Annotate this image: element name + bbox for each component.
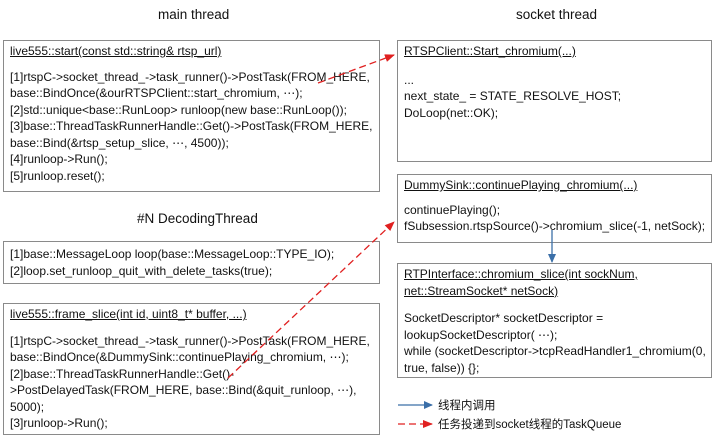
- main-thread-heading: main thread: [158, 7, 230, 22]
- code-line: base::BindOnce(&ourRTSPClient::start_chr…: [10, 86, 303, 100]
- rtsp-client-start-box: RTSPClient::Start_chromium(...) ... next…: [397, 40, 712, 162]
- code-line: ...: [404, 72, 415, 87]
- dummy-sink-box: DummySink::continuePlaying_chromium(...)…: [397, 174, 712, 243]
- code-line: [2]loop.set_runloop_quit_with_delete_tas…: [10, 263, 273, 278]
- post-task-arrow-start: [317, 54, 395, 84]
- frame-slice-title: live555::frame_slice(int id, uint8_t* bu…: [10, 307, 247, 321]
- code-line: while (socketDescriptor->tcpReadHandler1…: [404, 344, 706, 358]
- code-line: [5]runloop.reset();: [10, 168, 105, 183]
- code-line: base::BindOnce(&DummySink::continuePlayi…: [10, 350, 349, 364]
- code-line: [2]std::unique<base::RunLoop> runloop(ne…: [10, 102, 347, 117]
- decoding-thread-heading: #N DecodingThread: [137, 211, 258, 226]
- code-line: [1]rtspC->socket_thread_->task_runner()-…: [10, 333, 370, 348]
- legend-post-to-socket-queue: 任务投递到socket线程的TaskQueue: [438, 419, 622, 431]
- code-line: fSubsession.rtspSource()->chromium_slice…: [404, 219, 706, 233]
- socket-thread-heading: socket thread: [516, 7, 598, 22]
- code-line: lookupSocketDescriptor( ⋯);: [404, 327, 558, 342]
- code-line: base::Bind(&rtsp_setup_slice, ⋯, 4500));: [10, 135, 229, 150]
- code-line: [1]rtspC->socket_thread_->task_runner()-…: [10, 69, 370, 84]
- dummy-sink-title: DummySink::continuePlaying_chromium(...): [404, 178, 638, 192]
- rtp-interface-title: RTPInterface::chromium_slice(int sockNum…: [404, 267, 638, 281]
- code-line: [1]base::MessageLoop loop(base::MessageL…: [10, 247, 335, 261]
- live555-start-title: live555::start(const std::string& rtsp_u…: [10, 44, 222, 58]
- code-line: [2]base::ThreadTaskRunnerHandle::Get()-: [10, 366, 235, 381]
- code-line: 5000);: [10, 399, 45, 414]
- code-line: [3]runloop->Run();: [10, 416, 108, 430]
- code-line: true, false)) {};: [404, 360, 480, 375]
- legend-in-thread-call: 线程内调用: [438, 400, 496, 412]
- frame-slice-box: live555::frame_slice(int id, uint8_t* bu…: [3, 303, 380, 435]
- code-line: >PostDelayedTask(FROM_HERE, base::Bind(&…: [10, 383, 357, 397]
- code-line: SocketDescriptor* socketDescriptor =: [404, 311, 604, 325]
- decoding-loop-box: [1]base::MessageLoop loop(base::MessageL…: [3, 241, 380, 284]
- code-line: continuePlaying();: [404, 202, 501, 217]
- rtsp-client-start-title: RTSPClient::Start_chromium(...): [404, 44, 576, 58]
- rtp-interface-box: RTPInterface::chromium_slice(int sockNum…: [397, 263, 712, 378]
- code-line: next_state_ = STATE_RESOLVE_HOST;: [404, 89, 622, 103]
- code-line: [3]base::ThreadTaskRunnerHandle::Get()->…: [10, 119, 373, 133]
- post-task-arrow-continue: [227, 221, 395, 379]
- code-line: DoLoop(net::OK);: [404, 105, 499, 120]
- rtp-interface-title-cont: net::StreamSocket* netSock): [404, 283, 559, 298]
- live555-start-box: live555::start(const std::string& rtsp_u…: [3, 40, 380, 192]
- code-line: [4]runloop->Run();: [10, 152, 108, 166]
